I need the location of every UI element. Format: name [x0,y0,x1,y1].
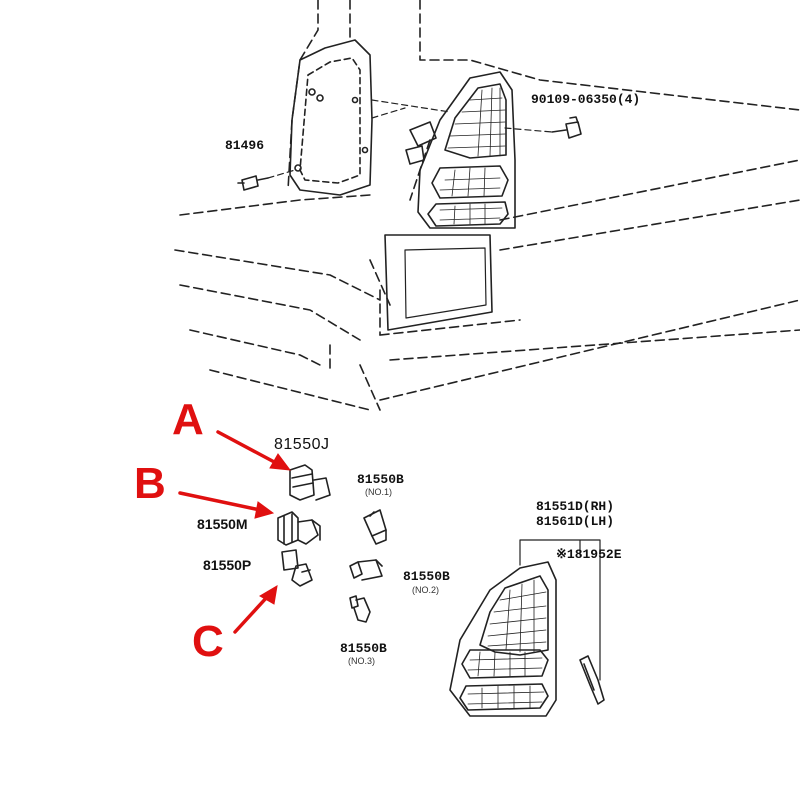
label-socket-a: 81550J [274,436,330,453]
tail-lamp-assembly [449,561,557,717]
label-clip: 81496 [225,138,265,153]
annotation-letter-a: A [172,395,204,444]
label-socket-c: 81550P [203,557,252,573]
label-bulb-1-note: (NO.1) [365,487,392,497]
tail-lamp-installed [405,71,516,229]
annotation-letter-b: B [134,459,166,508]
arrow-c [233,585,278,634]
annotation-letter-c: C [192,617,224,666]
label-bulb-1: 81550B [357,472,404,487]
bulb-no1 [363,509,387,545]
label-lamp-rh: 81551D(RH) [536,499,615,514]
arrow-b [178,491,275,519]
socket-81550P [281,549,313,587]
label-lamp-lh: 81561D(LH) [536,514,615,529]
lamp-label-bracket [519,539,601,681]
screw-90109-06350 [551,116,582,139]
label-socket-b: 81550M [197,516,248,532]
bulb-no3 [349,595,371,623]
socket-81550M [277,511,321,546]
label-bulb-2-note: (NO.2) [412,585,439,595]
gasket-81952E [579,655,605,705]
arrow-a [216,430,292,471]
label-bulb-3: 81550B [340,641,387,656]
label-screw: 90109-06350(4) [531,92,641,107]
bulb-no2 [349,559,383,581]
vehicle-body-outline [174,0,800,411]
label-gasket: ※181952E [556,547,622,562]
body-panel [384,234,493,331]
socket-81550J [289,464,331,501]
label-bulb-3-note: (NO.3) [348,656,375,666]
clip-81496 [237,169,296,191]
label-bulb-2: 81550B [403,569,450,584]
inner-liner [289,39,373,196]
